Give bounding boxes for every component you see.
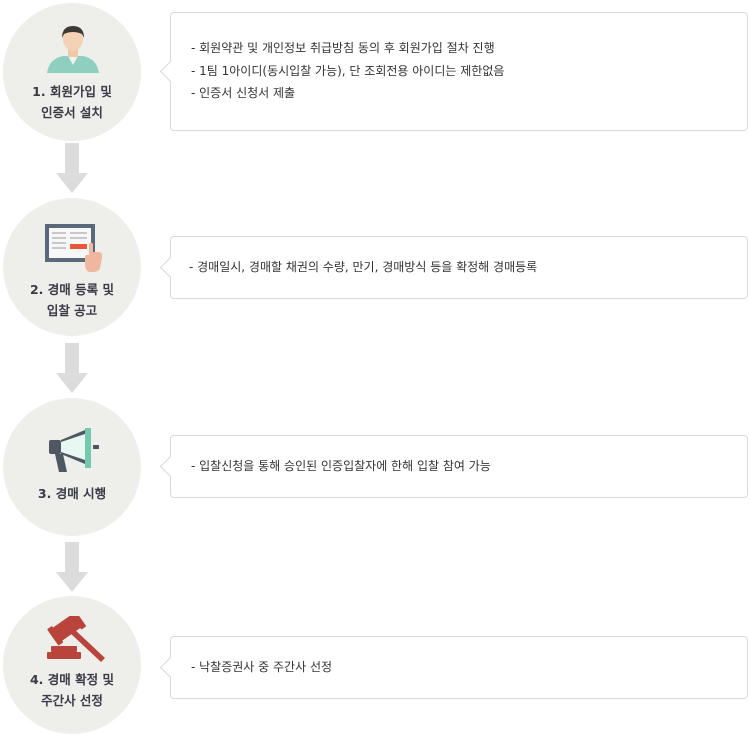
- list-item: - 인증서 신청서 제출: [191, 86, 296, 100]
- step-3-circle: 3. 경매 시행: [3, 398, 141, 536]
- gavel-icon: [47, 616, 105, 662]
- list-item: - 경매일시, 경매할 채권의 수량, 만기, 경매방식 등을 확정해 경매등록: [189, 260, 538, 274]
- list-item: - 입찰신청을 통해 승인된 인증입찰자에 한해 입찰 참여 가능: [191, 459, 491, 473]
- step-4-title-line-2: 주간사 선정: [41, 693, 103, 708]
- step-3-title-line-1: 3. 경매 시행: [37, 486, 107, 501]
- step-4-title: 4. 경매 확정 및 주간사 선정: [3, 669, 141, 711]
- step-1-description-list: - 회원약관 및 개인정보 취급방침 동의 후 회원가입 절차 진행 - 1팀 …: [191, 37, 504, 105]
- step-2-title: 2. 경매 등록 및 입찰 공고: [3, 279, 141, 321]
- step-2-description-list: - 경매일시, 경매할 채권의 수량, 만기, 경매방식 등을 확정해 경매등록: [189, 256, 537, 279]
- person-icon: [47, 26, 99, 73]
- list-item: - 낙찰증권사 중 주간사 선정: [191, 660, 333, 674]
- step-3-description-list: - 입찰신청을 통해 승인된 인증입찰자에 한해 입찰 참여 가능: [191, 455, 491, 478]
- step-4-description-box: - 낙찰증권사 중 주간사 선정: [170, 636, 748, 699]
- document-board-icon: [45, 224, 103, 272]
- step-4-title-line-1: 4. 경매 확정 및: [29, 672, 114, 687]
- down-arrow-icon: [56, 343, 88, 393]
- step-1-title-line-2: 인증서 설치: [41, 105, 103, 120]
- step-1-title-line-1: 1. 회원가입 및: [32, 84, 112, 99]
- down-arrow-icon: [56, 143, 88, 193]
- step-3-title: 3. 경매 시행: [3, 483, 141, 504]
- step-3-description-box: - 입찰신청을 통해 승인된 인증입찰자에 한해 입찰 참여 가능: [170, 435, 748, 498]
- megaphone-icon: [49, 428, 99, 472]
- step-4-circle: 4. 경매 확정 및 주간사 선정: [3, 596, 141, 734]
- list-item: - 1팀 1아이디(동시입찰 가능), 단 조회전용 아이디는 제한없음: [191, 63, 505, 78]
- step-4-description-list: - 낙찰증권사 중 주간사 선정: [191, 656, 332, 679]
- step-1-title: 1. 회원가입 및 인증서 설치: [3, 81, 141, 123]
- list-item: - 회원약관 및 개인정보 취급방침 동의 후 회원가입 절차 진행: [191, 41, 495, 55]
- step-2-title-line-1: 2. 경매 등록 및: [29, 282, 114, 297]
- step-2-title-line-2: 입찰 공고: [46, 303, 98, 318]
- step-2-description-box: - 경매일시, 경매할 채권의 수량, 만기, 경매방식 등을 확정해 경매등록: [170, 236, 748, 299]
- step-2-circle: 2. 경매 등록 및 입찰 공고: [3, 198, 141, 336]
- step-1-circle: 1. 회원가입 및 인증서 설치: [3, 3, 141, 141]
- step-1-description-box: - 회원약관 및 개인정보 취급방침 동의 후 회원가입 절차 진행 - 1팀 …: [170, 12, 748, 131]
- down-arrow-icon: [56, 542, 88, 592]
